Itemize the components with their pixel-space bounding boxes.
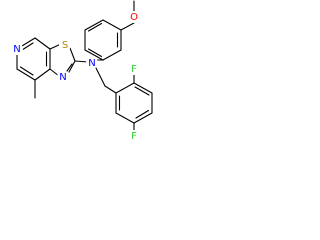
atom-fluorine-bottom: F xyxy=(128,130,140,142)
bond xyxy=(95,67,106,87)
double-bond xyxy=(19,66,34,76)
bond xyxy=(34,37,51,50)
atom-pyridine-nitrogen: N xyxy=(11,43,23,55)
bond xyxy=(16,68,36,81)
bond xyxy=(115,82,135,94)
atom-methoxy-oxygen: O xyxy=(128,11,140,23)
bond xyxy=(133,82,153,94)
atom-fluorine-top: F xyxy=(128,63,140,75)
methoxyphenyl-ring xyxy=(84,19,122,61)
bond xyxy=(104,85,117,94)
bond xyxy=(69,47,76,62)
atom-thiazole-sulfur: S xyxy=(59,39,71,51)
bond xyxy=(102,49,122,61)
double-bond xyxy=(135,109,150,119)
chemical-structure-diagram: O N S N N F F xyxy=(11,0,153,142)
atom-label-f-top: F xyxy=(131,64,137,75)
atom-label-n-pyridine: N xyxy=(13,44,20,55)
atom-label-n-amine: N xyxy=(88,58,95,69)
bond xyxy=(102,19,122,31)
atom-label-n-thiazole: N xyxy=(59,72,66,83)
atom-label-s: S xyxy=(62,40,68,51)
bond xyxy=(133,112,153,124)
atom-amine-nitrogen: N xyxy=(86,57,98,69)
difluorobenzyl-ring xyxy=(104,82,153,124)
atom-label-o: O xyxy=(130,12,138,23)
bond xyxy=(34,68,51,81)
double-bond xyxy=(134,86,150,96)
atom-thiazole-nitrogen: N xyxy=(57,71,69,83)
double-bond xyxy=(87,48,103,58)
double-bond xyxy=(87,22,103,32)
bond xyxy=(120,22,135,31)
double-bond xyxy=(66,63,73,72)
bond xyxy=(84,19,104,31)
bond xyxy=(68,60,76,73)
bond xyxy=(84,49,104,61)
bond xyxy=(115,112,135,124)
atom-label-f-bottom: F xyxy=(131,131,137,142)
bond xyxy=(74,60,89,63)
